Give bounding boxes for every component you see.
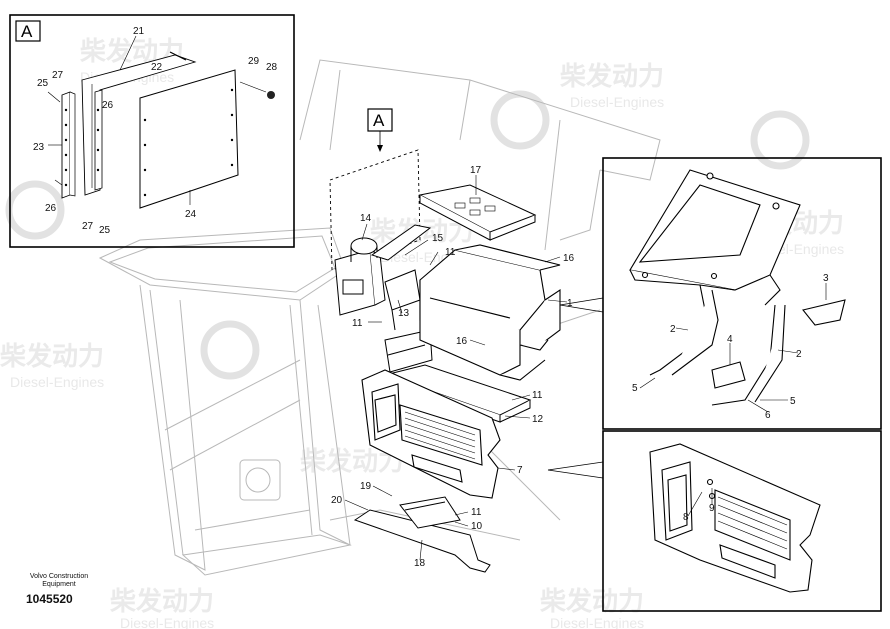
callout-25: 25 bbox=[37, 78, 49, 89]
callout-18: 18 bbox=[414, 558, 426, 569]
callout-25: 25 bbox=[99, 225, 111, 236]
callout-27: 27 bbox=[82, 221, 94, 232]
callout-28: 28 bbox=[266, 62, 278, 73]
part-1-box bbox=[419, 244, 561, 381]
watermark-brand: 柴发动力 bbox=[539, 586, 644, 617]
part-7-panel bbox=[361, 369, 501, 499]
callout-3: 3 bbox=[823, 273, 829, 284]
callout-27: 27 bbox=[52, 70, 64, 81]
callout-24: 24 bbox=[185, 209, 197, 220]
watermark-logo-icon bbox=[490, 90, 550, 150]
watermark-sub: Diesel-Engines bbox=[120, 615, 214, 629]
detail-a-marker: A bbox=[329, 108, 421, 271]
callout-2: 2 bbox=[670, 324, 676, 335]
callout-12: 12 bbox=[532, 414, 544, 425]
callout-26: 26 bbox=[102, 100, 114, 111]
callout-17: 17 bbox=[470, 165, 482, 176]
callout-11: 11 bbox=[532, 390, 543, 401]
callout-5: 5 bbox=[632, 383, 638, 394]
watermark-logo-icon bbox=[5, 180, 65, 240]
callout-14: 14 bbox=[360, 213, 372, 224]
callout-numbers: 21 22 29 28 27 25 26 23 26 27 25 24 17 1… bbox=[33, 26, 829, 569]
leader-lines bbox=[344, 175, 827, 561]
cab-frame bbox=[98, 59, 661, 576]
watermark-logo-icon bbox=[200, 320, 260, 380]
detail-a-marker-label: A bbox=[373, 111, 385, 130]
part-14-display bbox=[334, 224, 432, 316]
callout-13: 13 bbox=[398, 308, 410, 319]
callout-11: 11 bbox=[352, 318, 363, 329]
callout-15: 15 bbox=[432, 233, 444, 244]
part-18-plate bbox=[353, 496, 491, 573]
callout-5: 5 bbox=[790, 396, 796, 407]
callout-16: 16 bbox=[563, 253, 575, 264]
callout-2: 2 bbox=[796, 349, 802, 360]
callout-23: 23 bbox=[33, 142, 45, 153]
detail-box-upper-right bbox=[559, 157, 882, 430]
detail-a-box: A bbox=[9, 14, 295, 248]
detail-box-lower-right bbox=[547, 430, 882, 612]
callout-22: 22 bbox=[151, 62, 163, 73]
detail-a-label: A bbox=[21, 22, 33, 41]
watermark-brand: 柴发动力 bbox=[109, 586, 214, 617]
callout-29: 29 bbox=[248, 56, 260, 67]
callout-6: 6 bbox=[765, 410, 771, 421]
callout-19: 19 bbox=[360, 481, 372, 492]
watermark-brand: 柴发动力 bbox=[559, 61, 664, 92]
watermark-brand: 柴发动力 bbox=[0, 341, 104, 372]
watermark-sub: Diesel-Engines bbox=[570, 94, 664, 110]
callout-16: 16 bbox=[456, 336, 468, 347]
callout-11: 11 bbox=[471, 507, 482, 518]
drawing-number: 1045520 bbox=[26, 592, 73, 606]
callout-20: 20 bbox=[331, 495, 343, 506]
callout-1: 1 bbox=[567, 298, 573, 309]
callout-26: 26 bbox=[45, 203, 57, 214]
watermark-sub: Diesel-Engines bbox=[550, 615, 644, 629]
callout-7: 7 bbox=[517, 465, 523, 476]
callout-9: 9 bbox=[709, 503, 715, 514]
watermark-logo-icon bbox=[750, 110, 810, 170]
part-17-tray bbox=[418, 184, 537, 241]
callout-11: 11 bbox=[445, 247, 456, 258]
callout-4: 4 bbox=[727, 334, 733, 345]
callout-21: 21 bbox=[133, 26, 145, 37]
company-caption: Volvo Construction Equipment bbox=[29, 573, 89, 588]
watermark-sub: Diesel-Engines bbox=[10, 374, 104, 390]
callout-10: 10 bbox=[471, 521, 483, 532]
callout-8: 8 bbox=[683, 512, 689, 523]
